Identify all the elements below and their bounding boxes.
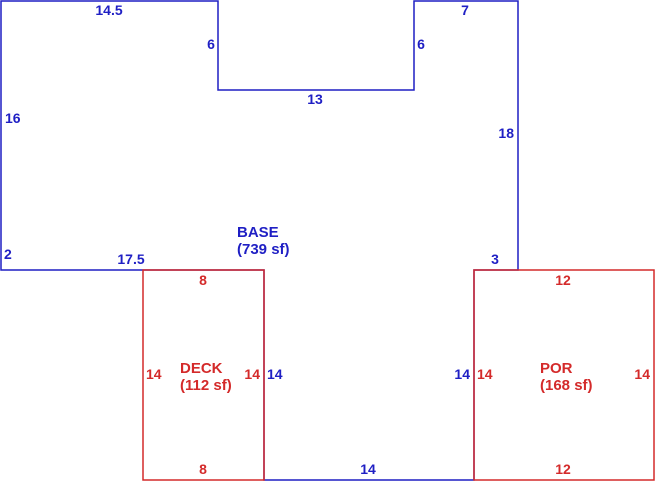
dim-base-bottom-center: 14 — [360, 461, 376, 477]
dim-base-left-upper: 16 — [5, 110, 21, 126]
porch-area-size: (168 sf) — [540, 377, 593, 394]
dim-base-bottom-left: 17.5 — [117, 251, 144, 267]
dim-base-notch-right: 6 — [417, 36, 425, 52]
porch-outline — [473, 269, 655, 481]
dim-deck-left: 14 — [146, 366, 162, 382]
dim-base-notch-left: 6 — [207, 36, 215, 52]
dim-porch-bottom: 12 — [555, 461, 571, 477]
base-area-name: BASE — [237, 224, 279, 241]
dim-porch-left: 14 — [477, 366, 493, 382]
dim-porch-top: 12 — [555, 272, 571, 288]
dim-base-top-right: 7 — [461, 2, 469, 18]
dim-base-left-lower: 2 — [4, 246, 12, 262]
deck-area-name: DECK — [180, 360, 223, 377]
dim-base-right-lower: 3 — [491, 251, 499, 267]
dim-deck-right: 14 — [244, 366, 260, 382]
deck-area-size: (112 sf) — [180, 377, 232, 394]
deck-outline — [142, 269, 265, 481]
dim-deck-bottom: 8 — [199, 461, 207, 477]
dim-porch-right: 14 — [634, 366, 650, 382]
dim-base-top-left: 14.5 — [95, 2, 122, 18]
dim-base-notch-bottom: 13 — [307, 91, 323, 107]
base-area-size: (739 sf) — [237, 241, 290, 258]
porch-area-name: POR — [540, 360, 573, 377]
dim-deck-top: 8 — [199, 272, 207, 288]
dim-base-right-upper: 18 — [498, 125, 514, 141]
dim-base-porch-side: 14 — [454, 366, 470, 382]
dim-base-deck-side: 14 — [267, 366, 283, 382]
